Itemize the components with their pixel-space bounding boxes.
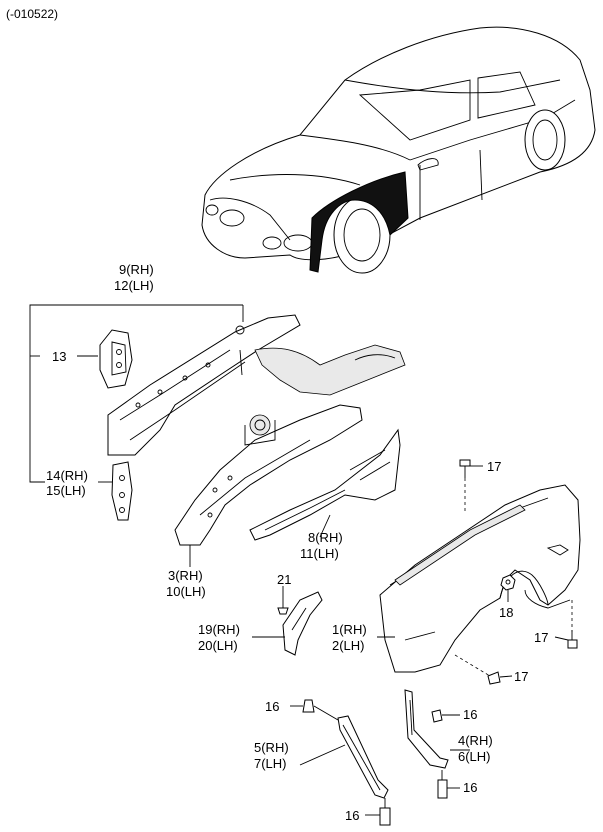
label-21: 21 <box>277 572 291 587</box>
part-8-apron-panel <box>249 428 401 541</box>
label-16-right-top: 16 <box>463 707 477 722</box>
label-4: 4(RH) <box>458 733 493 748</box>
label-13: 13 <box>52 349 66 364</box>
fender-highlight <box>309 171 409 273</box>
leader-lines <box>189 465 569 678</box>
dash-17c <box>454 654 491 677</box>
label-5: 5(RH) <box>254 740 289 755</box>
label-7: 7(LH) <box>254 756 287 771</box>
label-6: 6(LH) <box>458 749 491 764</box>
label-12: 12(LH) <box>114 278 154 293</box>
label-9: 9(RH) <box>119 262 154 277</box>
part-14-bracket <box>111 461 133 521</box>
car-illustration <box>201 26 596 274</box>
leader-5 <box>299 744 346 766</box>
label-16-right-bottom: 16 <box>463 780 477 795</box>
label-19: 19(RH) <box>198 622 240 637</box>
part-21-bolt <box>277 592 289 615</box>
label-16-bottom: 16 <box>345 808 359 823</box>
part-9-side-member <box>107 314 406 456</box>
label-17-right: 17 <box>534 630 548 645</box>
label-2: 2(LH) <box>332 638 365 653</box>
label-10: 10(LH) <box>166 584 206 599</box>
part-19-bracket <box>282 591 323 656</box>
label-18: 18 <box>499 605 513 620</box>
part-3-side-member <box>174 404 363 546</box>
label-8: 8(RH) <box>308 530 343 545</box>
part-17-bolts <box>459 459 578 685</box>
label-20: 20(LH) <box>198 638 238 653</box>
label-3: 3(RH) <box>168 568 203 583</box>
label-1: 1(RH) <box>332 622 367 637</box>
part-5-stay <box>337 715 389 799</box>
label-17-bottom: 17 <box>514 669 528 684</box>
label-15: 15(LH) <box>46 483 86 498</box>
part-13-bracket <box>99 329 133 389</box>
part-4-stay <box>404 689 449 769</box>
part-1-fender <box>379 484 581 673</box>
group-bracket <box>29 304 244 483</box>
label-11: 11(LH) <box>300 546 339 561</box>
part-16-bolts <box>290 699 460 826</box>
part-18-nut <box>500 574 516 591</box>
label-16-left: 16 <box>265 699 279 714</box>
diagram-code: (-010522) <box>6 7 58 21</box>
label-14: 14(RH) <box>46 468 88 483</box>
label-17-top: 17 <box>487 459 501 474</box>
